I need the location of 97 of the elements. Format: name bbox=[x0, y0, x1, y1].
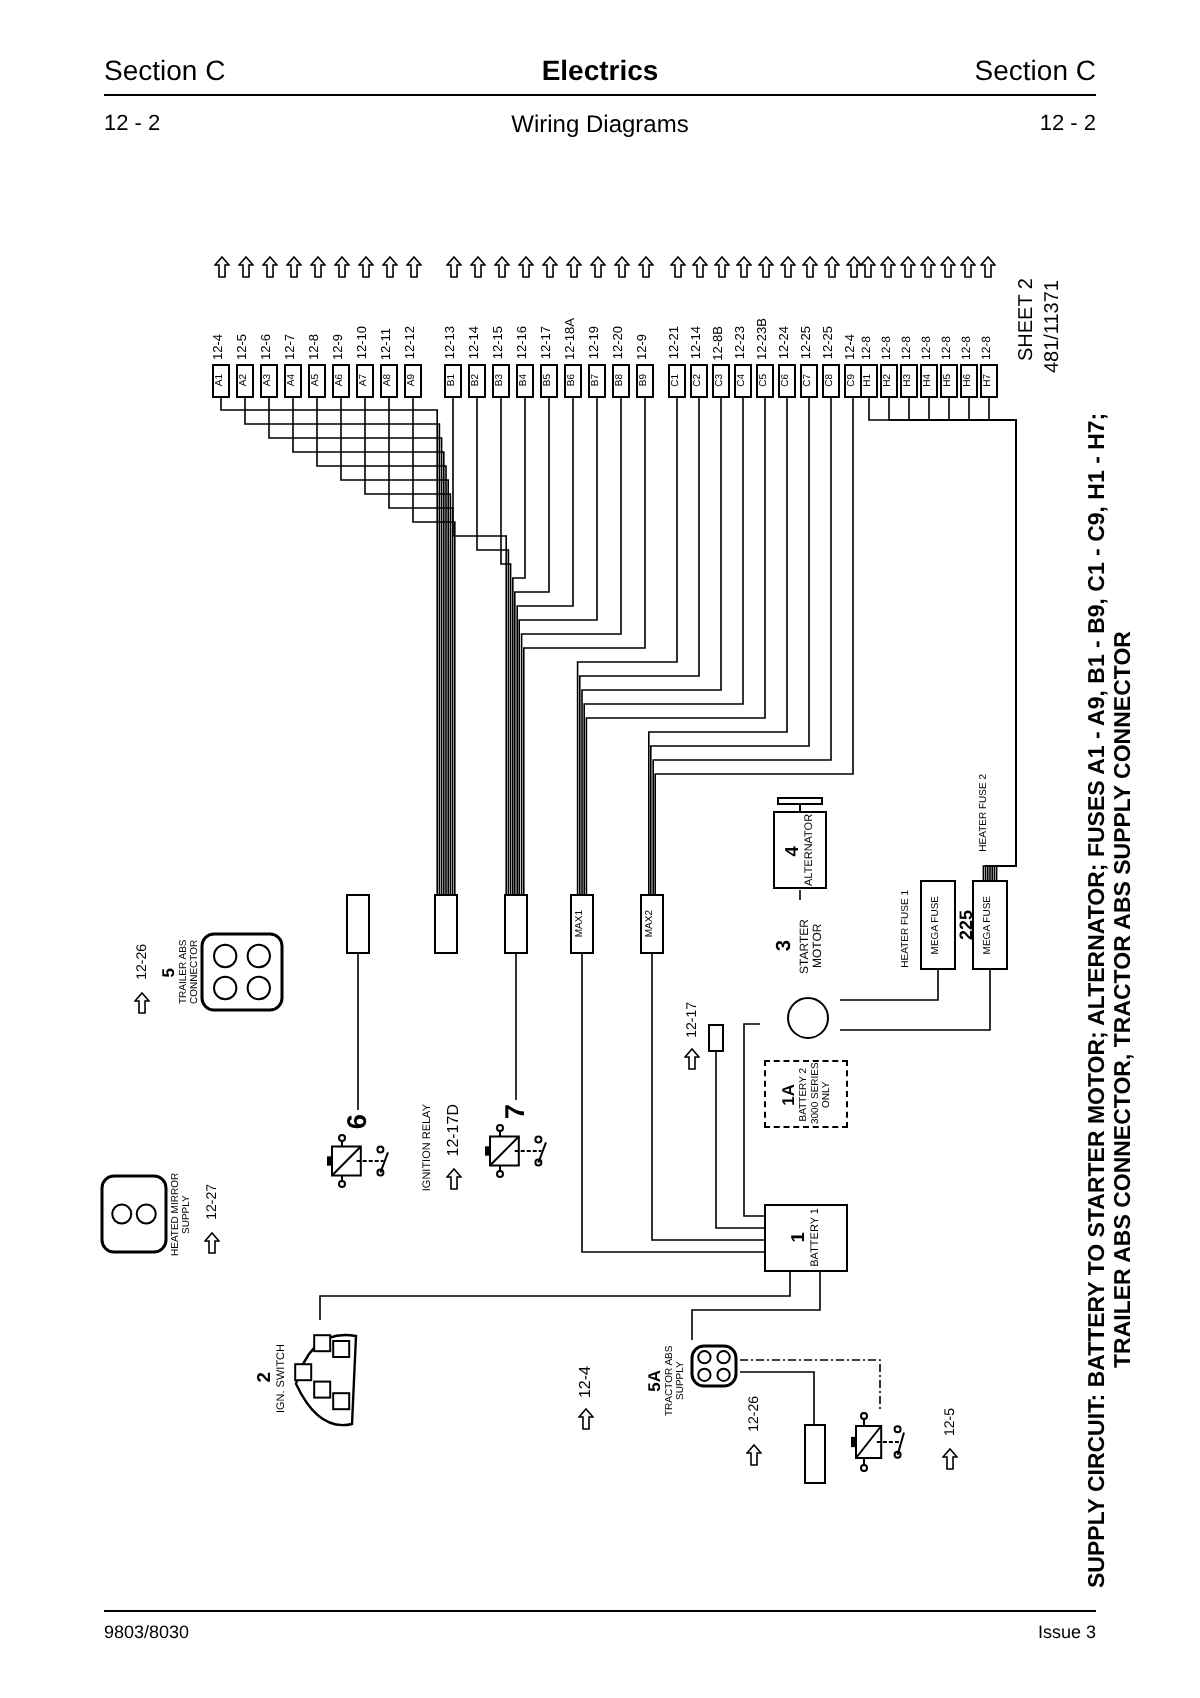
page-number: 12 - 2 bbox=[1037, 112, 1096, 140]
callout-number: 7 bbox=[501, 1103, 531, 1119]
diagram-title: SUPPLY CIRCUIT: BATTERY TO STARTER MOTOR; ALTERNATOR; FUSES A1 - A9, B1 - B9, C1 - C9, H1 - H7; TRAILER ABS CONNECTOR, TRACTOR ABS SUPPLY CONNECTOR bbox=[1085, 410, 1138, 1590]
wire bbox=[516, 397, 574, 895]
fuse bbox=[712, 364, 730, 398]
wire bbox=[839, 969, 991, 1031]
fuse bbox=[920, 364, 938, 398]
wire bbox=[581, 953, 765, 1253]
wire bbox=[715, 1051, 765, 1229]
wire bbox=[739, 1359, 881, 1411]
connector-block bbox=[640, 894, 664, 954]
wire bbox=[476, 397, 510, 895]
wire bbox=[364, 397, 452, 895]
battery-box bbox=[764, 1204, 848, 1272]
callout-number: 2 bbox=[255, 1372, 276, 1384]
fuse bbox=[800, 364, 818, 398]
fuse bbox=[468, 364, 486, 398]
connector-block bbox=[804, 1424, 826, 1484]
wire bbox=[988, 397, 1017, 881]
fuse bbox=[332, 364, 350, 398]
callout-number: 225 bbox=[958, 910, 978, 942]
connector-block bbox=[570, 894, 594, 954]
sheet-reference: 12-17D bbox=[445, 1103, 463, 1157]
fuse bbox=[756, 364, 774, 398]
fuse bbox=[860, 364, 878, 398]
fuse bbox=[612, 364, 630, 398]
sheet-reference: 12-4 bbox=[577, 1365, 595, 1398]
page-number: 12 - 2 bbox=[104, 112, 163, 140]
fuse bbox=[284, 364, 302, 398]
callout-number: 5 bbox=[159, 967, 178, 977]
callout-number: 3 bbox=[775, 940, 798, 952]
connector-block bbox=[346, 894, 370, 954]
fuse bbox=[900, 364, 918, 398]
fuse bbox=[444, 364, 462, 398]
fuse bbox=[940, 364, 958, 398]
wire bbox=[515, 953, 517, 1101]
fuse bbox=[308, 364, 326, 398]
wire bbox=[340, 397, 449, 895]
drawing-number: 481/11371 bbox=[1044, 279, 1066, 373]
fuse bbox=[356, 364, 374, 398]
wire bbox=[518, 397, 598, 895]
fuse bbox=[822, 364, 840, 398]
fuse bbox=[236, 364, 254, 398]
fuse bbox=[212, 364, 230, 398]
wire bbox=[579, 397, 700, 895]
connector-block bbox=[708, 1024, 724, 1052]
wire bbox=[512, 397, 526, 895]
fuse bbox=[540, 364, 558, 398]
wire bbox=[357, 953, 359, 1111]
wire bbox=[319, 1271, 791, 1321]
connector-block bbox=[504, 894, 528, 954]
fuse bbox=[668, 364, 686, 398]
wire bbox=[523, 397, 646, 895]
document-number: 9803/8030 bbox=[104, 1624, 192, 1646]
connector-block bbox=[434, 894, 458, 954]
wire bbox=[452, 397, 507, 895]
fuse bbox=[516, 364, 534, 398]
page-subtitle: Wiring Diagrams bbox=[509, 112, 691, 142]
callout-number: 1A bbox=[779, 1083, 798, 1105]
fuse bbox=[880, 364, 898, 398]
wire bbox=[520, 397, 622, 895]
battery-outline bbox=[764, 1060, 848, 1128]
wire bbox=[500, 397, 512, 895]
fuse bbox=[636, 364, 654, 398]
section-title: Section C bbox=[104, 56, 228, 90]
wire bbox=[799, 889, 801, 901]
mega-fuse bbox=[972, 880, 1008, 970]
mega-fuse bbox=[920, 880, 956, 970]
wire bbox=[514, 397, 550, 895]
wire bbox=[651, 953, 765, 1241]
wire bbox=[743, 1023, 765, 1217]
wire bbox=[576, 397, 678, 895]
fuse bbox=[492, 364, 510, 398]
chapter-title: Electrics bbox=[539, 56, 661, 90]
fuse bbox=[404, 364, 422, 398]
wire bbox=[388, 397, 454, 895]
fuse bbox=[588, 364, 606, 398]
section-title: Section C bbox=[972, 56, 1096, 90]
wire bbox=[739, 1371, 815, 1425]
wire bbox=[316, 397, 447, 895]
issue-number: Issue 3 bbox=[1035, 1624, 1096, 1646]
wire bbox=[839, 969, 939, 1001]
fuse bbox=[690, 364, 708, 398]
callout-number: 1 bbox=[789, 1232, 810, 1244]
fuse bbox=[260, 364, 278, 398]
callout-number: 4 bbox=[783, 845, 804, 857]
fuse bbox=[380, 364, 398, 398]
callout-number: 6 bbox=[343, 1113, 373, 1129]
fuse bbox=[980, 364, 998, 398]
callout-number: 5A bbox=[645, 1369, 664, 1391]
fuse bbox=[564, 364, 582, 398]
fuse bbox=[960, 364, 978, 398]
wire bbox=[691, 1271, 821, 1341]
fuse bbox=[734, 364, 752, 398]
sheet-number: SHEET 2 bbox=[1018, 278, 1040, 362]
fuse bbox=[778, 364, 796, 398]
wire bbox=[412, 397, 456, 895]
